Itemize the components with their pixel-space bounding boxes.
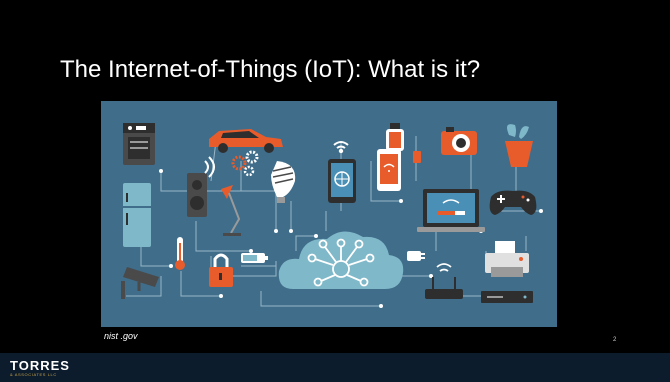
light-bulb-icon: [271, 161, 296, 203]
padlock-icon: [209, 253, 233, 287]
car-icon: [209, 129, 283, 153]
tablet-icon: [328, 159, 356, 203]
cloud-network-icon: [278, 231, 404, 289]
plug-icon: [407, 251, 425, 261]
router-icon: [425, 263, 463, 299]
slide-title: The Internet-of-Things (IoT): What is it…: [60, 56, 481, 83]
security-camera-icon: [121, 267, 159, 299]
gamepad-icon: [489, 190, 537, 215]
iot-illustration: [101, 101, 557, 327]
laptop-icon: [417, 189, 485, 232]
page-number: 2: [613, 337, 617, 343]
speaker-icon: [187, 156, 215, 217]
wifi-icon: [333, 141, 349, 154]
footer-bar: TORRES & ASSOCIATES LLC: [0, 353, 670, 382]
gears-icon: [231, 150, 259, 177]
desk-lamp-icon: [221, 185, 241, 236]
camera-icon: [441, 127, 477, 155]
phone-icon: [377, 149, 401, 191]
oven-icon: [123, 123, 155, 165]
image-source-caption: nist .gov: [104, 331, 138, 341]
logo-subtitle: & ASSOCIATES LLC: [10, 372, 57, 377]
logo-wordmark: TORRES: [10, 358, 70, 373]
dvd-player-icon: [481, 291, 533, 303]
battery-icon: [241, 253, 268, 263]
thermometer-icon: [175, 237, 185, 270]
printer-icon: [485, 241, 529, 277]
plant-icon: [505, 124, 533, 167]
torres-logo: TORRES & ASSOCIATES LLC: [10, 359, 70, 378]
fridge-icon: [123, 183, 151, 247]
